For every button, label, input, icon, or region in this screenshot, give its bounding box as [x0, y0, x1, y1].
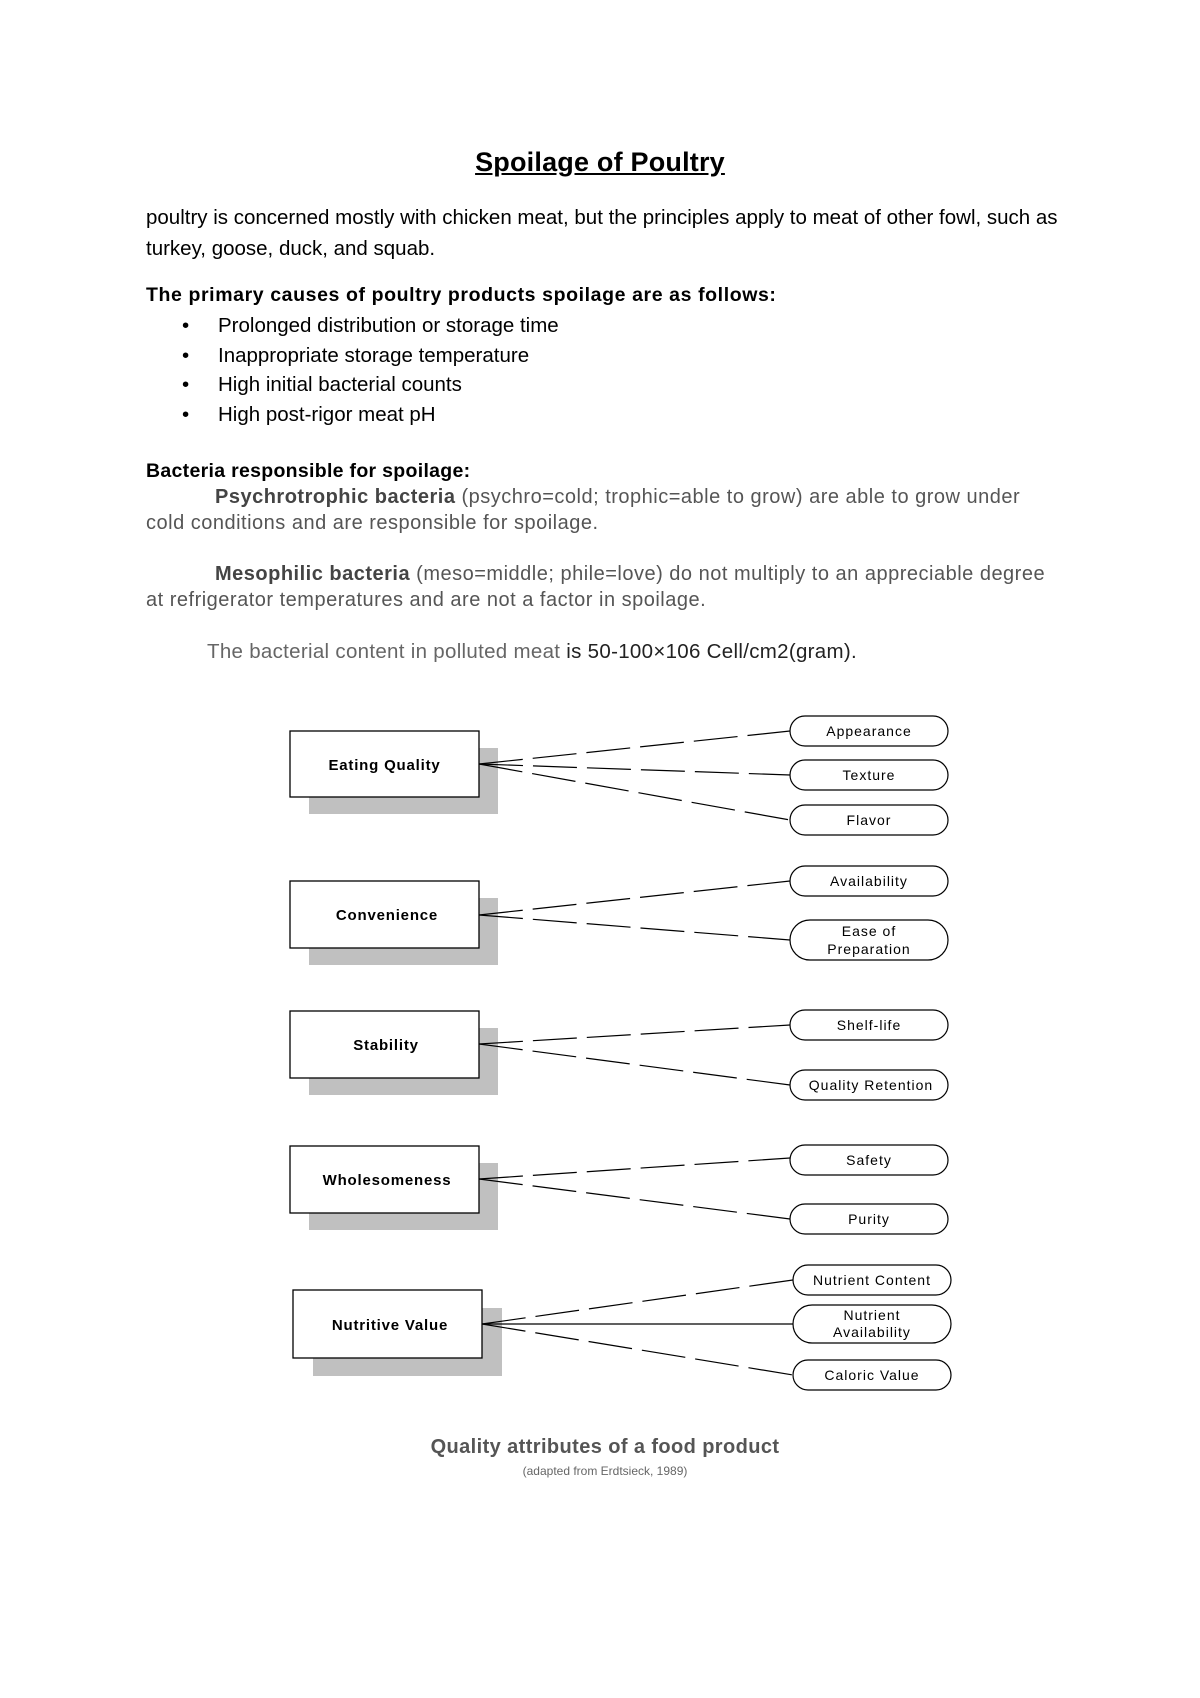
group-box — [292, 1289, 483, 1359]
attribute-label: Appearance — [826, 723, 912, 739]
causes-heading: The primary causes of poultry products s… — [146, 284, 777, 306]
attribute-label: Safety — [846, 1152, 892, 1168]
group-wholesomeness: Wholesomeness Safety Purity — [289, 1144, 949, 1235]
connector-line — [478, 880, 791, 916]
bacterial-content-prefix: The bacterial content in polluted meat — [207, 640, 567, 663]
attribute-oval — [789, 1009, 949, 1041]
attribute-label: Flavor — [847, 812, 892, 828]
connector-line — [478, 1178, 791, 1220]
attribute-label: Shelf-life — [837, 1017, 901, 1033]
connector-line — [481, 1323, 794, 1376]
bullet-icon: • — [182, 402, 190, 426]
connector-line — [478, 763, 791, 776]
attribute-oval — [789, 1203, 949, 1235]
attribute-oval — [789, 865, 949, 897]
page-title: Spoilage of Poultry — [475, 147, 725, 177]
group-label: Eating Quality — [328, 757, 440, 774]
list-item: • Inappropriate storage temperature — [146, 341, 559, 371]
list-item-text: Inappropriate storage temperature — [218, 343, 530, 367]
group-label: Nutritive Value — [332, 1317, 448, 1334]
attribute-oval — [789, 715, 949, 747]
connector-line — [478, 1024, 791, 1045]
attribute-oval — [789, 1069, 949, 1101]
intro-paragraph: poultry is concerned mostly with chicken… — [146, 206, 1058, 260]
attribute-label: Nutrient Content — [813, 1272, 931, 1288]
attribute-label-wrap: Ease of Preparation — [827, 923, 911, 957]
attribute-label: Nutrient Availability — [833, 1307, 911, 1340]
attribute-oval — [792, 1304, 952, 1344]
attribute-oval — [789, 1144, 949, 1176]
group-box — [289, 730, 480, 798]
list-item-text: High post-rigor meat pH — [218, 402, 436, 426]
mesophilic-term: Mesophilic bacteria — [215, 563, 411, 585]
attribute-oval — [789, 804, 949, 836]
mesophilic-text: (meso=middle; phile=love) do not multipl… — [146, 563, 1046, 611]
bullet-icon: • — [182, 314, 190, 337]
connector-line — [478, 1157, 791, 1180]
connector-line — [481, 1279, 794, 1325]
attribute-label: Availability — [830, 873, 908, 889]
list-item: • High initial bacterial counts — [146, 370, 559, 400]
figure-caption: Quality attributes of a food product — [430, 1436, 780, 1458]
attribute-oval — [789, 919, 949, 961]
list-item: • High post-rigor meat pH — [146, 400, 559, 430]
attribute-oval — [792, 1359, 952, 1391]
attribute-oval — [789, 759, 949, 791]
connector-line — [478, 763, 791, 821]
attribute-oval — [792, 1264, 952, 1296]
attribute-label-wrap: Nutrient Availability — [833, 1307, 911, 1340]
group-label: Stability — [353, 1037, 419, 1054]
bacterial-content-line: The bacterial content in polluted meat i… — [207, 640, 857, 664]
attribute-label: Ease of Preparation — [827, 923, 911, 957]
figure-source: (adapted from Erdtsieck, 1989) — [522, 1464, 688, 1478]
group-nutritive-value: Nutritive Value Nutrient Content Nutrien… — [292, 1264, 952, 1391]
causes-list: •Prolonged distribution or storage time … — [146, 311, 559, 429]
bullet-icon: • — [182, 373, 190, 396]
bacteria-heading: Bacteria responsible for spoilage: — [146, 460, 471, 482]
connector-line — [478, 914, 791, 941]
list-item-text: Prolonged distribution or storage time — [218, 314, 559, 337]
attribute-label: Purity — [848, 1211, 890, 1227]
group-box — [289, 1010, 480, 1079]
group-box — [289, 1145, 480, 1214]
attribute-label: Quality Retention — [809, 1077, 933, 1093]
mesophilic-paragraph: Mesophilic bacteria (meso=middle; phile=… — [146, 561, 1046, 613]
list-item: • Prolonged distribution or storage time — [146, 311, 559, 341]
group-eating-quality: Eating Quality Appearance Texture Flavor — [289, 715, 949, 836]
list-item-text: High initial bacterial counts — [218, 373, 462, 396]
bullet-icon: • — [182, 343, 190, 367]
group-stability: Stability Shelf-life Quality Retention — [289, 1009, 949, 1101]
group-convenience: Convenience Availability Ease of Prepara… — [289, 865, 949, 965]
psychrotrophic-paragraph: Psychrotrophic bacteria (psychro=cold; t… — [146, 484, 1046, 536]
connector-line — [478, 1043, 791, 1086]
psychrotrophic-term: Psychrotrophic bacteria — [215, 486, 456, 508]
attribute-label: Caloric Value — [824, 1367, 919, 1383]
connector-line — [478, 730, 791, 765]
group-box — [289, 880, 480, 949]
psychrotrophic-text: (psychro=cold; trophic=able to grow) are… — [146, 486, 1021, 534]
bacterial-content-value: is 50-100×106 Cell/cm2(gram). — [566, 640, 857, 663]
group-label: Convenience — [336, 907, 438, 924]
group-label: Wholesomeness — [323, 1172, 452, 1189]
attribute-label: Texture — [843, 767, 896, 783]
